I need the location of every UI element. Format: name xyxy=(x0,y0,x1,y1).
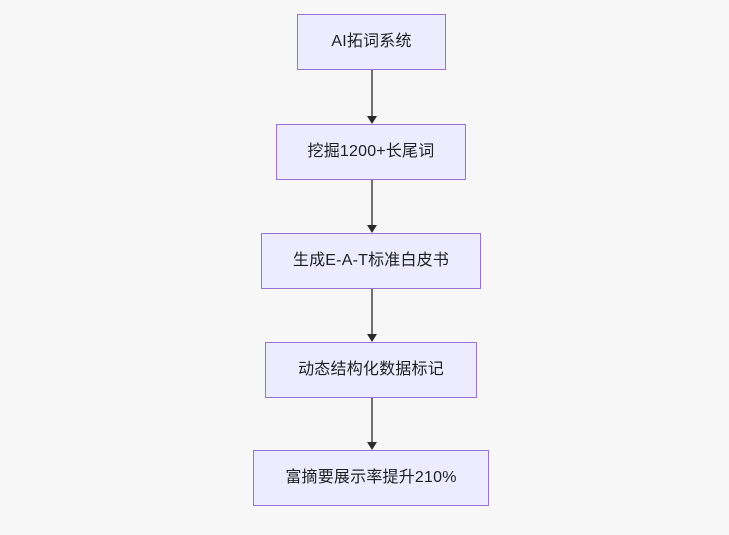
flowchart-connector-3 xyxy=(370,289,373,334)
flowchart-connector-4 xyxy=(370,398,373,442)
flowchart-node-rich-snippet-result[interactable]: 富摘要展示率提升210% xyxy=(253,450,489,506)
flowchart-node-ai-keyword-system[interactable]: AI拓词系统 xyxy=(297,14,446,70)
flowchart-connector-1 xyxy=(370,70,373,116)
flowchart-node-structured-data-markup[interactable]: 动态结构化数据标记 xyxy=(265,342,477,398)
flowchart-node-label: AI拓词系统 xyxy=(331,33,412,50)
flowchart-connector-2 xyxy=(370,180,373,225)
arrow-down-icon xyxy=(366,225,377,233)
flowchart-node-eat-whitepaper[interactable]: 生成E-A-T标准白皮书 xyxy=(261,233,481,289)
flowchart-node-label: 动态结构化数据标记 xyxy=(298,361,444,378)
flowchart-node-longtail-keywords[interactable]: 挖掘1200+长尾词 xyxy=(276,124,466,180)
flowchart-node-label: 挖掘1200+长尾词 xyxy=(307,143,435,160)
flowchart-node-label: 生成E-A-T标准白皮书 xyxy=(292,252,450,269)
arrow-down-icon xyxy=(366,116,377,124)
arrow-down-icon xyxy=(366,442,377,450)
flowchart-node-label: 富摘要展示率提升210% xyxy=(285,469,457,486)
arrow-down-icon xyxy=(366,334,377,342)
